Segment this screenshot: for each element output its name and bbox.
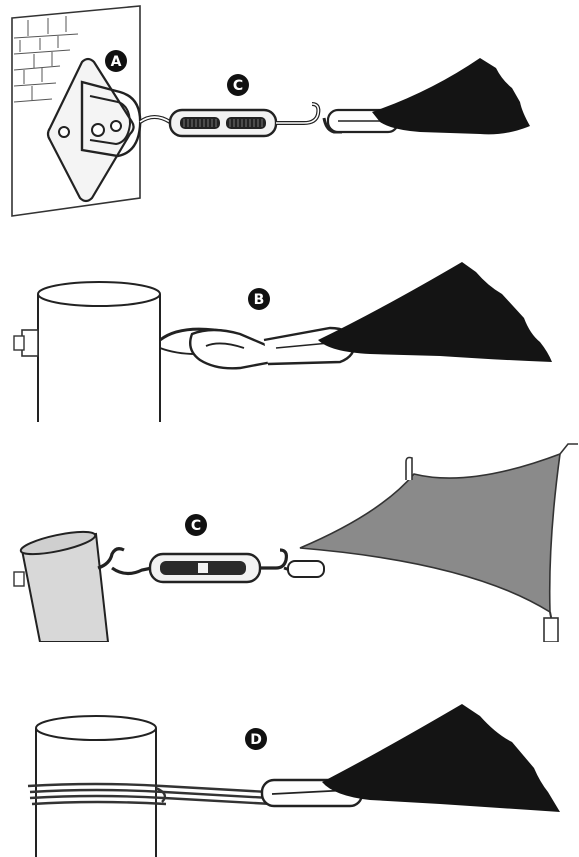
label-a-text: A bbox=[111, 54, 122, 70]
panel-wall-mount: A C bbox=[0, 0, 579, 222]
label-c-badge-bottom: C bbox=[185, 514, 207, 536]
turnbuckle bbox=[140, 104, 398, 136]
turnbuckle bbox=[98, 549, 324, 582]
post-illustration bbox=[14, 282, 160, 422]
shade-sail-corner bbox=[372, 58, 530, 134]
label-c-text-bottom: C bbox=[191, 518, 201, 534]
panel-pole-carabiner: B bbox=[0, 222, 579, 422]
carabiner-hardware bbox=[160, 328, 354, 368]
panel-tilted-post-turnbuckle: C bbox=[0, 422, 579, 642]
label-d-badge: D bbox=[245, 728, 267, 750]
label-a-badge: A bbox=[105, 50, 127, 72]
shade-sail-canopy bbox=[300, 444, 578, 642]
label-c-badge-top: C bbox=[227, 74, 249, 96]
label-d-text: D bbox=[250, 732, 262, 748]
label-c-text-top: C bbox=[233, 78, 243, 94]
tilted-post-illustration bbox=[14, 527, 108, 642]
post-illustration bbox=[36, 716, 156, 857]
shade-sail-corner bbox=[322, 704, 560, 812]
shade-sail-corner bbox=[318, 262, 552, 362]
rope-lashing bbox=[28, 784, 272, 804]
label-b-badge: B bbox=[248, 288, 270, 310]
label-b-text: B bbox=[254, 292, 265, 308]
panel-post-rope: D bbox=[0, 642, 579, 857]
